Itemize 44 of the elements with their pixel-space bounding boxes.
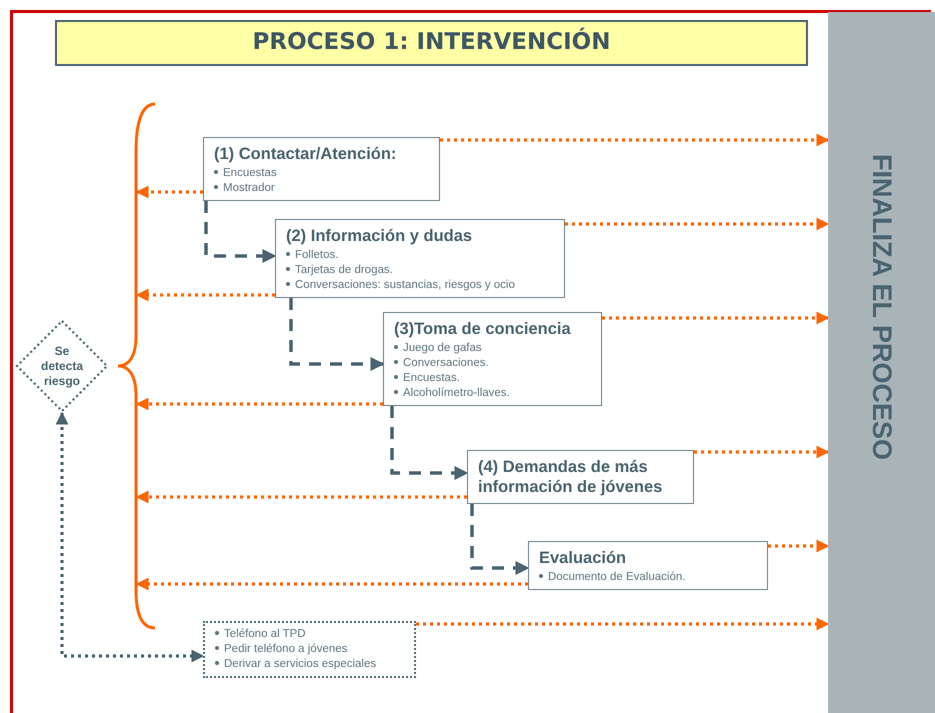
bullet-item: Documento de Evaluación. (539, 570, 759, 585)
box-heading: Evaluación (539, 548, 628, 568)
bullet-item: Pedir teléfono a jóvenes (215, 642, 406, 657)
arrow (440, 134, 830, 146)
bullet-item: Folletos. (286, 248, 556, 263)
box-heading: (1) Contactar/Atención: (214, 144, 398, 164)
process-box (203, 137, 440, 201)
dotted-box (203, 621, 416, 678)
arrow (470, 504, 530, 575)
arrow (565, 218, 830, 230)
process-box (528, 541, 768, 590)
arrow (289, 298, 384, 371)
arrow (136, 398, 383, 410)
arrow (694, 446, 830, 458)
bullet-item: Teléfono al TPD (215, 627, 406, 642)
bullet-item: Conversaciones. (394, 356, 593, 371)
box-heading: (2) Información y dudas (286, 226, 474, 246)
process-box (467, 450, 694, 504)
curly-brace (116, 102, 156, 630)
arrow (136, 578, 528, 590)
bullet-item: Encuestas (214, 166, 431, 181)
arrow (768, 540, 830, 552)
arrow (602, 312, 830, 324)
decision-diamond: Se detecta riesgo (15, 319, 109, 413)
arrow (136, 288, 275, 302)
bullet-item: Alcoholímetro-llaves. (394, 386, 593, 401)
title-banner: PROCESO 1: INTERVENCIÓN (55, 20, 808, 66)
process-box (383, 312, 602, 406)
arrow (136, 490, 467, 504)
arrow (390, 406, 468, 480)
box-heading: (3)Toma de conciencia (394, 319, 572, 339)
bullet-item: Encuestas. (394, 371, 593, 386)
arrow (56, 412, 204, 662)
bullet-item: Conversaciones: sustancias, riesgos y ocio (286, 278, 556, 293)
process-box (275, 219, 565, 298)
arrow (416, 618, 830, 630)
box-heading: (4) Demandas de más información de jóvenes (478, 457, 664, 497)
bullet-item: Mostrador (214, 181, 431, 196)
bullet-item: Juego de gafas (394, 341, 593, 356)
bullet-item: Derivar a servicios especiales (215, 657, 406, 672)
bullet-item: Tarjetas de drogas. (286, 263, 556, 278)
arrow (136, 186, 203, 198)
band-label: FINALIZA EL PROCESO (866, 154, 897, 461)
arrow (204, 201, 276, 263)
